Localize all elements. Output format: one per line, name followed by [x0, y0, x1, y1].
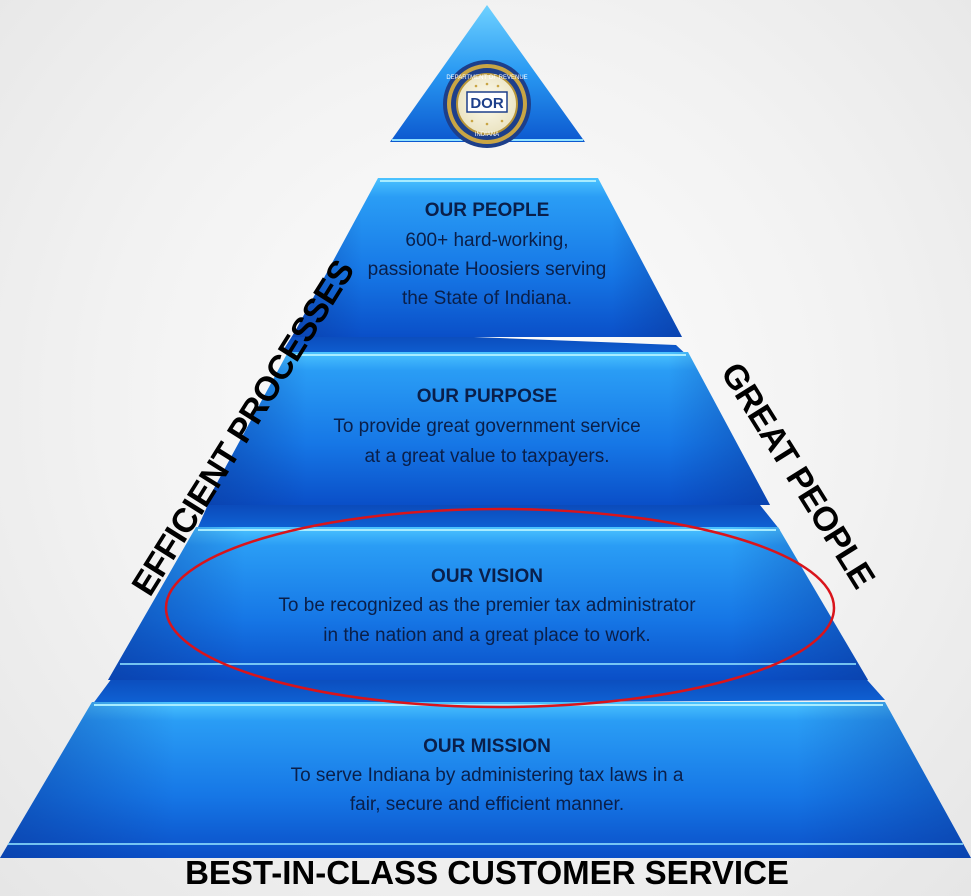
seal-bottom-text: INDIANA	[475, 132, 499, 138]
dor-seal-logo: DEPARTMENT OF REVENUE INDIANA DOR	[443, 60, 531, 148]
tier-purpose-title: OUR PURPOSE	[417, 386, 557, 407]
tier-vision-line-1: To be recognized as the premier tax admi…	[278, 595, 696, 616]
tier-vision-title: OUR VISION	[431, 566, 543, 587]
tier-vision-line-2: in the nation and a great place to work.	[323, 625, 650, 646]
tier-connector-3	[198, 500, 780, 530]
seal-dor-text: DOR	[470, 95, 504, 112]
vision-highlight-ellipse	[164, 507, 836, 709]
tier-purpose-line-2: at a great value to taxpayers.	[364, 446, 609, 467]
tier-mission-line-1: To serve Indiana by administering tax la…	[291, 765, 684, 786]
tier-people-line-2: passionate Hoosiers serving	[368, 259, 607, 280]
tier-purpose-line-1: To provide great government service	[333, 416, 640, 437]
tier-people-shade	[292, 178, 682, 337]
tier-mission-line-2: fair, secure and efficient manner.	[350, 794, 624, 815]
tier-purpose-shade	[205, 352, 770, 505]
tier-people-line-1: 600+ hard-working,	[405, 230, 568, 251]
base-label: BEST-IN-CLASS CUSTOMER SERVICE	[185, 854, 789, 891]
tier-mission-shade	[0, 702, 971, 858]
tier-people-title: OUR PEOPLE	[425, 200, 550, 221]
seal-top-text: DEPARTMENT OF REVENUE	[446, 75, 527, 81]
tier-vision-shade	[108, 527, 868, 680]
tier-mission-title: OUR MISSION	[423, 736, 551, 757]
tier-people-line-3: the State of Indiana.	[402, 288, 572, 309]
